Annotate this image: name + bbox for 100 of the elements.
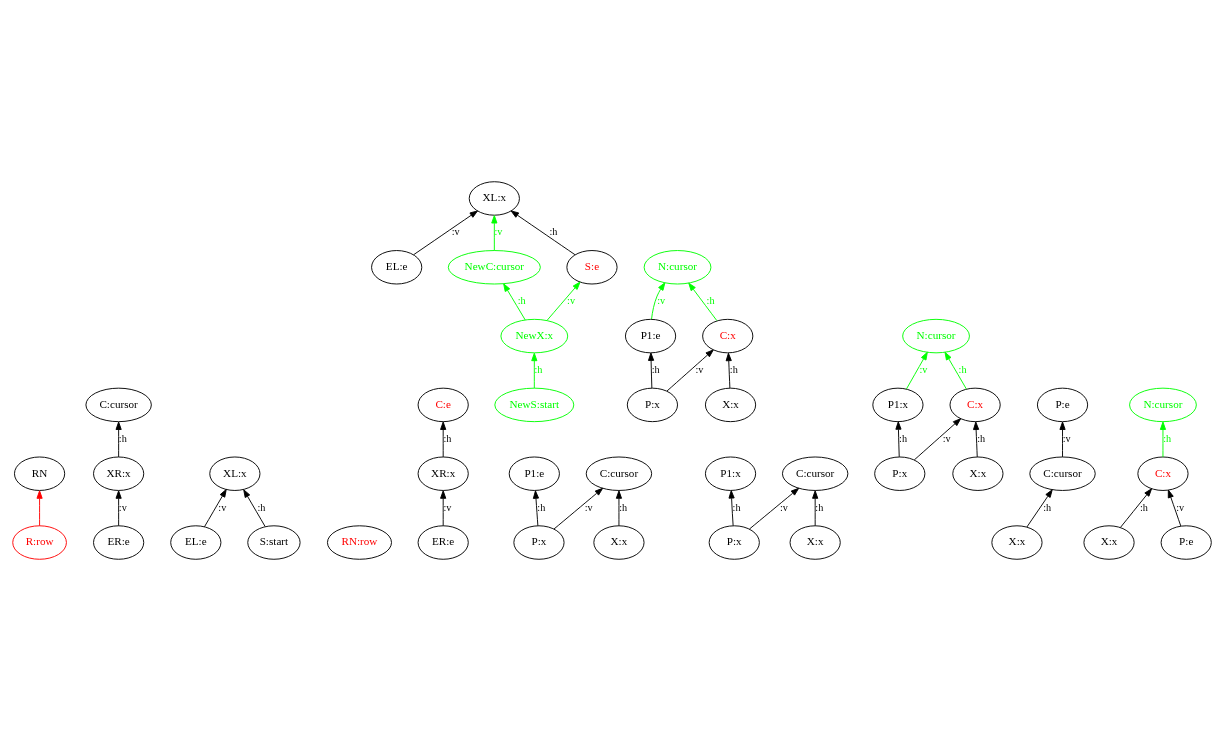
edge-label: :h [537, 501, 546, 513]
arrow [812, 489, 819, 526]
arrow [651, 281, 666, 320]
node-ellipse: XR:x [417, 456, 469, 491]
arrow [1159, 421, 1167, 457]
node-ellipse: P1:x [872, 387, 924, 422]
node-ellipse: N:cursor [902, 318, 970, 353]
edge-label: :v [584, 501, 593, 513]
node-ellipse: P1:x [704, 456, 757, 491]
node-ellipse: P1:e [508, 456, 560, 491]
arrow [749, 487, 800, 529]
edge-label: :v [567, 294, 576, 306]
node-ellipse: C:x [1137, 456, 1189, 491]
arrow [531, 352, 538, 389]
node-ellipse: X:x [789, 524, 841, 560]
arrow [36, 489, 43, 526]
arrow [1059, 421, 1066, 457]
arrow [440, 489, 447, 526]
arrow [553, 487, 604, 529]
node-ellipse: N:cursor [1129, 387, 1197, 422]
edge-label: :v [1176, 501, 1185, 513]
node-ellipse: C:cursor [85, 387, 152, 422]
edge-label: :h [1139, 501, 1148, 513]
node-ellipse: C:cursor [585, 456, 653, 491]
edge-label: :v [919, 363, 928, 375]
arrow [615, 489, 622, 526]
node-ellipse: X:x [704, 387, 757, 422]
node-ellipse: ER:e [417, 524, 469, 560]
edge-label: :h [977, 432, 986, 444]
edge-label: :h [706, 294, 715, 306]
node-ellipse: N:cursor [643, 249, 712, 284]
edge-label: :h [443, 432, 452, 444]
edge-label: :v [1062, 432, 1071, 444]
edge-label: :v [218, 501, 227, 513]
node-ellipse: XL:x [209, 456, 261, 491]
node-ellipse: C:cursor [1029, 456, 1096, 491]
edge-label: :h [534, 363, 543, 375]
edge-label: :h [729, 363, 738, 375]
node-ellipse: C:cursor [782, 456, 849, 491]
edge-label: :h [958, 363, 967, 375]
arrow [648, 352, 655, 388]
node-ellipse: P:x [513, 524, 565, 560]
node-ellipse: S:start [247, 524, 301, 560]
arrow [204, 488, 227, 527]
edge-label: :v [942, 432, 951, 444]
node-ellipse: X:x [991, 524, 1043, 560]
node-ellipse: X:x [1083, 524, 1135, 560]
node-ellipse: X:x [952, 456, 1004, 491]
node-ellipse: P:x [708, 524, 760, 560]
node-ellipse: C:e [417, 387, 469, 422]
arrow [725, 352, 732, 389]
edge-label: :h [1163, 432, 1172, 444]
node-ellipse: P:x [626, 387, 678, 422]
node-ellipse: NewX:x [500, 318, 569, 353]
arrow [1026, 488, 1053, 528]
node-ellipse: ER:e [93, 524, 145, 560]
arrow [532, 489, 540, 526]
edge-label: :h [815, 501, 824, 513]
arrow [905, 351, 928, 390]
arrow [944, 351, 967, 390]
edge-label: :h [1043, 501, 1052, 513]
node-ellipse: RN [14, 456, 66, 491]
arrow [546, 281, 581, 321]
node-ellipse: C:x [949, 387, 1001, 422]
edge-label: :v [118, 501, 127, 513]
arrow [913, 417, 962, 460]
node-ellipse: P:x [874, 456, 926, 491]
edge-label: :h [732, 501, 741, 513]
node-ellipse: EL:e [371, 249, 423, 284]
arrow [510, 209, 576, 255]
edge-label: :h [651, 363, 660, 375]
arrow [895, 420, 902, 457]
node-ellipse: R:row [12, 524, 67, 560]
edge-label: :v [494, 225, 503, 237]
arrow [440, 421, 447, 457]
arrow [503, 282, 526, 320]
node-ellipse: P1:e [625, 318, 677, 353]
edge-label: :v [657, 294, 666, 306]
arrow [115, 489, 122, 526]
edge-label: :h [619, 501, 628, 513]
arrow [115, 421, 122, 457]
edge-label: :h [549, 225, 558, 237]
arrow [413, 209, 478, 255]
node-ellipse: P:e [1160, 524, 1212, 560]
node-ellipse: S:e [566, 249, 618, 284]
arrow [666, 348, 714, 392]
arrow [491, 214, 498, 251]
node-ellipse: XR:x [93, 456, 145, 491]
arrow [688, 282, 718, 321]
node-ellipse: EL:e [170, 524, 222, 560]
edge-label: :h [517, 294, 526, 306]
edge-label: :v [780, 501, 788, 513]
edge-label: :v [451, 225, 460, 237]
arrow [973, 421, 980, 457]
node-ellipse: NewC:cursor [447, 249, 541, 284]
node-ellipse: NewS:start [494, 387, 575, 422]
arrow [728, 489, 735, 526]
node-ellipse: RN:row [327, 524, 392, 560]
node-ellipse: P:e [1036, 387, 1089, 422]
node-ellipse: C:x [702, 318, 754, 353]
